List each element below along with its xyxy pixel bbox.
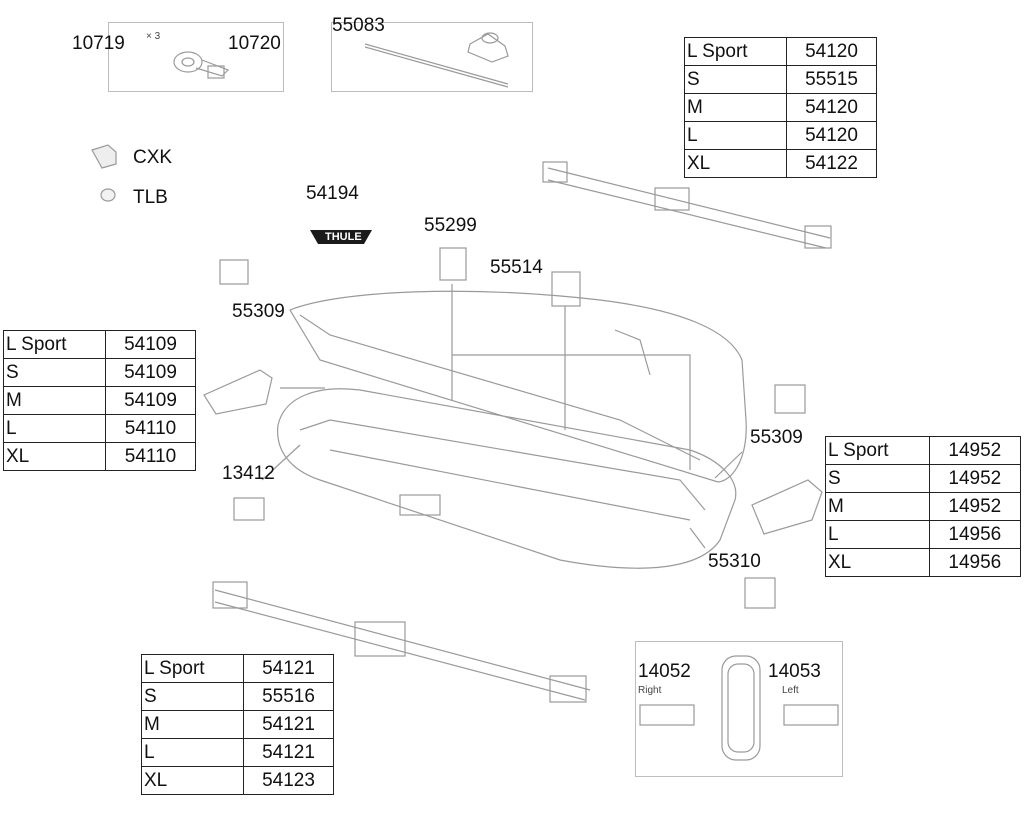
thule-badge-drawing <box>310 230 372 244</box>
part-55309-left-label: 55309 <box>232 301 285 322</box>
cargo-box-base-drawing <box>277 388 737 569</box>
tlb-label: TLB <box>133 187 168 208</box>
part-14052-label: 14052 <box>638 661 691 682</box>
plate-13412-drawing <box>233 497 265 521</box>
bottom-crossbar-drawing <box>212 581 591 703</box>
part-54194-label: 54194 <box>306 183 359 204</box>
part-55514-label: 55514 <box>490 257 543 278</box>
clamp-right-drawing <box>751 479 823 535</box>
hinge-55514-drawing <box>551 271 581 307</box>
part-55083-label: 55083 <box>332 15 385 36</box>
bracket-55310-drawing <box>744 577 776 609</box>
cxk-key-drawing <box>91 144 117 169</box>
cargo-box-lid-drawing <box>289 290 747 483</box>
mount-left-drawing <box>783 704 839 726</box>
left-label: Left <box>782 685 799 696</box>
part-55310-label: 55310 <box>708 551 761 572</box>
quantity-label: × 3 <box>146 31 161 42</box>
part-10720-label: 10720 <box>228 33 281 54</box>
bracket-55309-right-drawing <box>774 384 806 414</box>
clamp-left-drawing <box>203 369 273 415</box>
top-crossbar-drawing <box>542 161 832 249</box>
part-55299-label: 55299 <box>424 215 477 236</box>
inset-box-mounts <box>635 641 843 777</box>
thule-badge-text: THULE <box>325 231 362 243</box>
box-top-view-drawing <box>721 655 761 761</box>
fastener-rod-drawing <box>364 32 509 88</box>
part-10719-label: 10719 <box>72 33 125 54</box>
bracket-55309-left-drawing <box>219 259 249 285</box>
inset-box-strap <box>108 22 284 92</box>
part-14053-label: 14053 <box>768 661 821 682</box>
inset-box-rod <box>331 22 533 92</box>
mount-right-drawing <box>639 704 695 726</box>
tlb-lock-drawing <box>100 188 116 202</box>
part-55309-right-label: 55309 <box>750 427 803 448</box>
right-label: Right <box>638 685 662 696</box>
hinge-55299-drawing <box>439 247 467 281</box>
cxk-label: CXK <box>133 147 173 168</box>
strap-roll-drawing <box>173 51 230 79</box>
part-13412-label: 13412 <box>222 463 275 484</box>
